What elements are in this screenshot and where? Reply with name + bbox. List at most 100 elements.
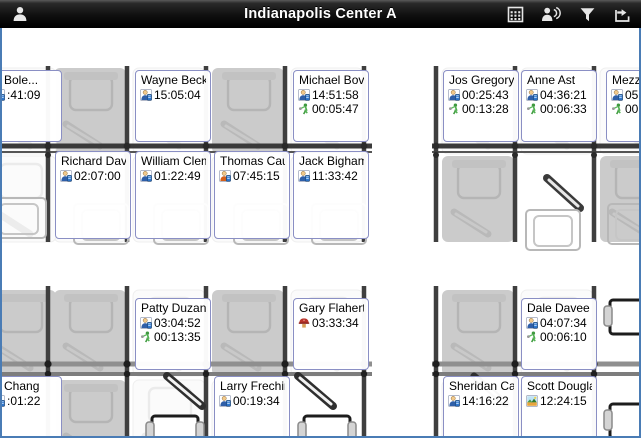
person-duration: 00:06:10 bbox=[540, 330, 587, 344]
person-name: Gary Flaherty bbox=[299, 301, 364, 315]
badge-blue-icon bbox=[2, 89, 5, 101]
walker-green-icon bbox=[449, 103, 458, 115]
person-status-row: 00:25:43 bbox=[448, 88, 514, 102]
person-duration: 00:13:35 bbox=[154, 330, 201, 344]
person-name: Jos Gregory bbox=[449, 73, 514, 87]
badge-blue-icon bbox=[448, 89, 460, 101]
toolbar-left-group bbox=[10, 0, 30, 28]
person-status-row: 00:13:35 bbox=[140, 330, 206, 344]
share-icon[interactable] bbox=[613, 4, 633, 24]
person-name: e Bole... bbox=[2, 73, 39, 87]
person-status-row: 00:19:34 bbox=[219, 394, 285, 408]
walker-green-icon bbox=[299, 103, 308, 115]
person-status-row: 07:45:15 bbox=[219, 169, 285, 183]
person-duration: 00:13:28 bbox=[462, 102, 509, 116]
person-name: Jack Bigham bbox=[299, 154, 364, 168]
person-duration: 00:05:47 bbox=[312, 102, 359, 116]
person-status-row: 03:33:34 bbox=[298, 316, 364, 330]
person-duration: 00:16 bbox=[625, 102, 639, 116]
person-card[interactable]: Richard Davis802:07:00 bbox=[55, 151, 131, 239]
people-icon[interactable] bbox=[541, 4, 561, 24]
person-icon[interactable] bbox=[10, 4, 30, 24]
walker-green-icon bbox=[141, 331, 150, 343]
person-status-row: 15:05:04 bbox=[140, 88, 206, 102]
person-duration: 00:06:33 bbox=[540, 102, 587, 116]
person-status-row: :41:09 bbox=[2, 88, 57, 102]
person-status-row: 02:07:00 bbox=[60, 169, 126, 183]
person-card[interactable]: Mezzie05:1300:16 bbox=[606, 70, 639, 142]
grid-view-icon[interactable] bbox=[505, 4, 525, 24]
person-duration: 03:33:34 bbox=[312, 316, 359, 330]
filter-icon[interactable] bbox=[577, 4, 597, 24]
person-name: Wayne Beck bbox=[141, 73, 206, 87]
person-name: Scott Douglas bbox=[527, 379, 592, 393]
badge-blue-icon bbox=[60, 170, 72, 182]
person-status-row: 00:06:33 bbox=[526, 102, 592, 116]
badge-teal-icon bbox=[526, 395, 538, 407]
hat-red-icon bbox=[298, 318, 310, 328]
person-status-row: 01:22:49 bbox=[140, 169, 206, 183]
person-name: Patty Duzan bbox=[141, 301, 206, 315]
person-status-row: 00:13:28 bbox=[448, 102, 514, 116]
person-duration: 00:25:43 bbox=[462, 88, 509, 102]
badge-blue-icon bbox=[298, 89, 310, 101]
badge-blue-icon bbox=[140, 317, 152, 329]
person-name: Dale Davee bbox=[527, 301, 590, 315]
person-card[interactable]: e Bole...:41:09 bbox=[2, 70, 62, 142]
person-status-row: 04:36:21 bbox=[526, 88, 592, 102]
person-duration: 04:36:21 bbox=[540, 88, 587, 102]
badge-blue-icon bbox=[611, 89, 623, 101]
person-name: e Chang bbox=[2, 379, 40, 393]
person-card[interactable]: Scott Douglas12:24:15 bbox=[521, 376, 597, 436]
person-name: Larry Frechin bbox=[220, 379, 285, 393]
walker-green-icon bbox=[527, 331, 536, 343]
person-status-row: 14:51:58 bbox=[298, 88, 364, 102]
badge-blue-icon bbox=[526, 317, 538, 329]
person-name: Anne Ast bbox=[527, 73, 576, 87]
person-status-row: 00:16 bbox=[611, 102, 639, 116]
person-status-row: 03:04:52 bbox=[140, 316, 206, 330]
person-duration: 04:07:34 bbox=[540, 316, 587, 330]
person-duration: 12:24:15 bbox=[540, 394, 587, 408]
walker-green-icon bbox=[527, 103, 536, 115]
person-card[interactable]: e Chang:01:22 bbox=[2, 376, 62, 436]
badge-blue-icon bbox=[526, 89, 538, 101]
badge-blue-icon bbox=[2, 395, 5, 407]
person-duration: 01:22:49 bbox=[154, 169, 201, 183]
person-name: Michael Bova bbox=[299, 73, 364, 87]
person-name: Thomas Cau... bbox=[220, 154, 285, 168]
top-toolbar: Indianapolis Center A bbox=[0, 0, 641, 28]
person-duration: 14:51:58 bbox=[312, 88, 359, 102]
person-status-row: 00:05:47 bbox=[298, 102, 364, 116]
person-duration: 14:16:22 bbox=[462, 394, 509, 408]
person-status-row: 11:33:42 bbox=[298, 169, 364, 183]
person-status-row: 00:06:10 bbox=[526, 330, 592, 344]
badge-orange-icon bbox=[219, 170, 231, 182]
badge-blue-icon bbox=[219, 395, 231, 407]
person-status-row: 14:16:22 bbox=[448, 394, 514, 408]
person-card[interactable]: Gary Flaherty03:33:34 bbox=[293, 298, 369, 370]
person-duration: 15:05:04 bbox=[154, 88, 201, 102]
person-status-row: 05:13 bbox=[611, 88, 639, 102]
person-card[interactable]: William Clem...01:22:49 bbox=[135, 151, 211, 239]
person-status-row: :01:22 bbox=[2, 394, 57, 408]
person-duration: 02:07:00 bbox=[74, 169, 121, 183]
badge-blue-icon bbox=[140, 89, 152, 101]
person-card[interactable]: Sheridan Car...14:16:22 bbox=[443, 376, 519, 436]
person-card[interactable]: Thomas Cau...07:45:15 bbox=[214, 151, 290, 239]
person-duration: 03:04:52 bbox=[154, 316, 201, 330]
person-duration: 00:19:34 bbox=[233, 394, 280, 408]
walker-green-icon bbox=[612, 103, 621, 115]
person-duration: :41:09 bbox=[7, 88, 41, 102]
badge-blue-icon bbox=[140, 170, 152, 182]
